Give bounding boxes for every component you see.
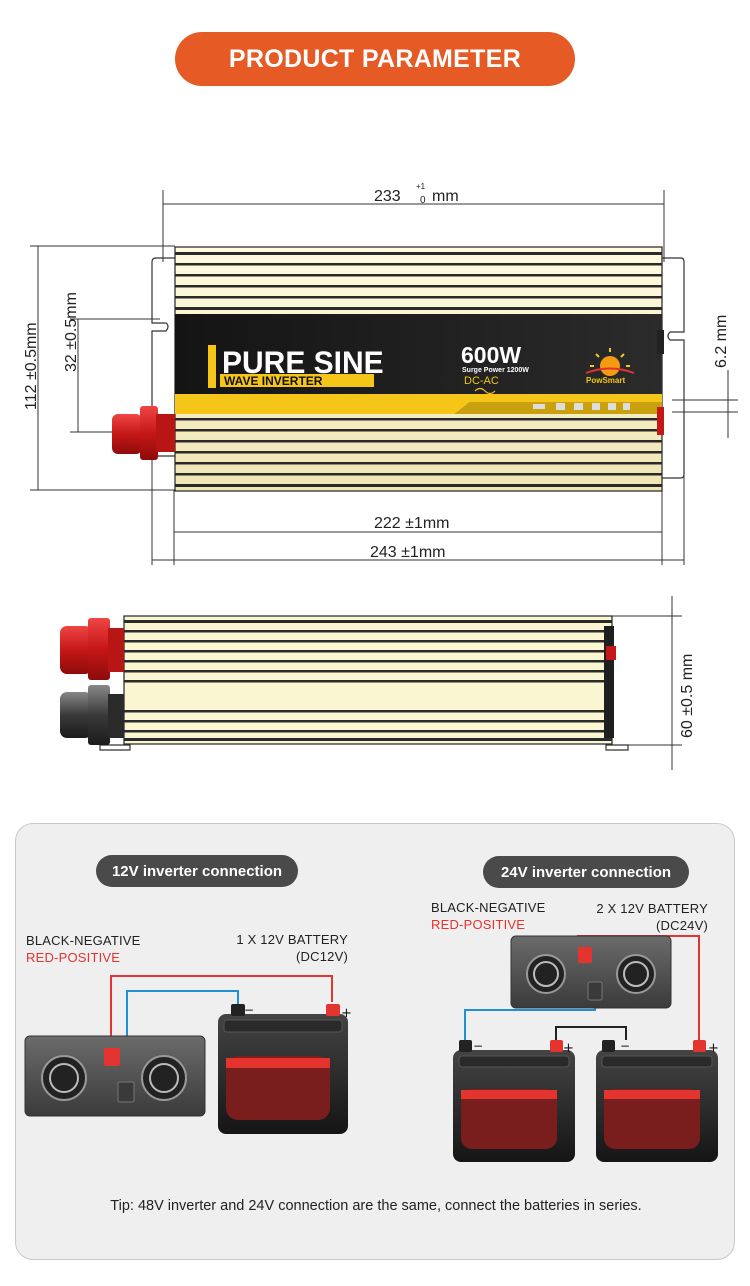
battery-12v xyxy=(218,1004,348,1134)
minus-24v-batt2: − xyxy=(620,1039,630,1053)
dim-terminal-height: 32 ±0.5mm xyxy=(63,292,80,372)
tip-text: Tip: 48V inverter and 24V connection are… xyxy=(110,1198,642,1214)
pill-12v-connection: 12V inverter connection xyxy=(96,855,298,887)
label-24v-positive: RED-POSITIVE xyxy=(431,917,526,932)
label-12v-battery-count: 1 X 12V BATTERY xyxy=(236,932,348,947)
connection-panel: 12V inverter connection 24V inverter con… xyxy=(15,823,735,1260)
brand-logo-text: PowSmart xyxy=(586,376,625,385)
red-terminal xyxy=(112,406,175,460)
inverter-24v xyxy=(510,935,672,1009)
label-24v-battery-dc: (DC24V) xyxy=(656,918,708,933)
dim-flange-thickness: 6.2 mm xyxy=(713,315,730,368)
minus-24v-batt1: − xyxy=(473,1039,483,1053)
side-red-terminal xyxy=(60,618,124,680)
page-title: PRODUCT PARAMETER xyxy=(175,32,575,86)
dim-top-width-unit: mm xyxy=(432,188,459,205)
wiring-diagrams: − + − + xyxy=(24,935,719,1162)
label-12v-negative: BLACK-NEGATIVE xyxy=(26,933,141,948)
side-heatsink-fins xyxy=(124,620,612,741)
heatsink-fins xyxy=(175,252,662,487)
minus-12v: − xyxy=(244,1003,254,1017)
dim-overall-length: 243 ±1mm xyxy=(370,544,445,561)
mode-text: DC-AC xyxy=(464,375,499,387)
dim-inner-length: 222 ±1mm xyxy=(374,515,449,532)
dim-side-height: 60 ±0.5 mm xyxy=(679,654,696,738)
plus-24v-batt1: + xyxy=(563,1041,574,1056)
surge-power: Surge Power 1200W xyxy=(462,367,529,374)
dim-top-width-tol-lower: 0 xyxy=(420,195,426,206)
side-view-drawing: 60 ±0.5 mm xyxy=(60,596,696,770)
brand-line2: WAVE INVERTER xyxy=(224,374,323,388)
power-rating: 600W xyxy=(461,342,521,368)
battery-24v-1 xyxy=(453,1040,575,1162)
label-12v-positive: RED-POSITIVE xyxy=(26,950,121,965)
plus-12v: + xyxy=(341,1006,352,1021)
label-24v-negative: BLACK-NEGATIVE xyxy=(431,900,546,915)
side-black-terminal xyxy=(60,685,124,745)
pill-24v-connection: 24V inverter connection xyxy=(483,856,689,888)
dimension-lines xyxy=(30,190,738,565)
dim-height-overall: 112 ±0.5mm xyxy=(23,322,40,410)
product-label: PURE SINE WAVE INVERTER 600W Surge Power… xyxy=(175,314,664,435)
plus-24v-batt2: + xyxy=(708,1041,719,1056)
label-12v-battery-dc: (DC12V) xyxy=(296,949,348,964)
inverter-12v xyxy=(24,1035,206,1117)
dim-top-width-tol-upper: +1 xyxy=(416,182,426,191)
dim-top-width: 233 xyxy=(374,188,401,205)
sun-logo-icon xyxy=(585,348,635,376)
label-24v-battery-count: 2 X 12V BATTERY xyxy=(596,901,708,916)
appliance-icons xyxy=(533,403,630,410)
top-view-drawing: PURE SINE WAVE INVERTER 600W Surge Power… xyxy=(23,182,738,565)
battery-24v-2 xyxy=(596,1040,718,1162)
